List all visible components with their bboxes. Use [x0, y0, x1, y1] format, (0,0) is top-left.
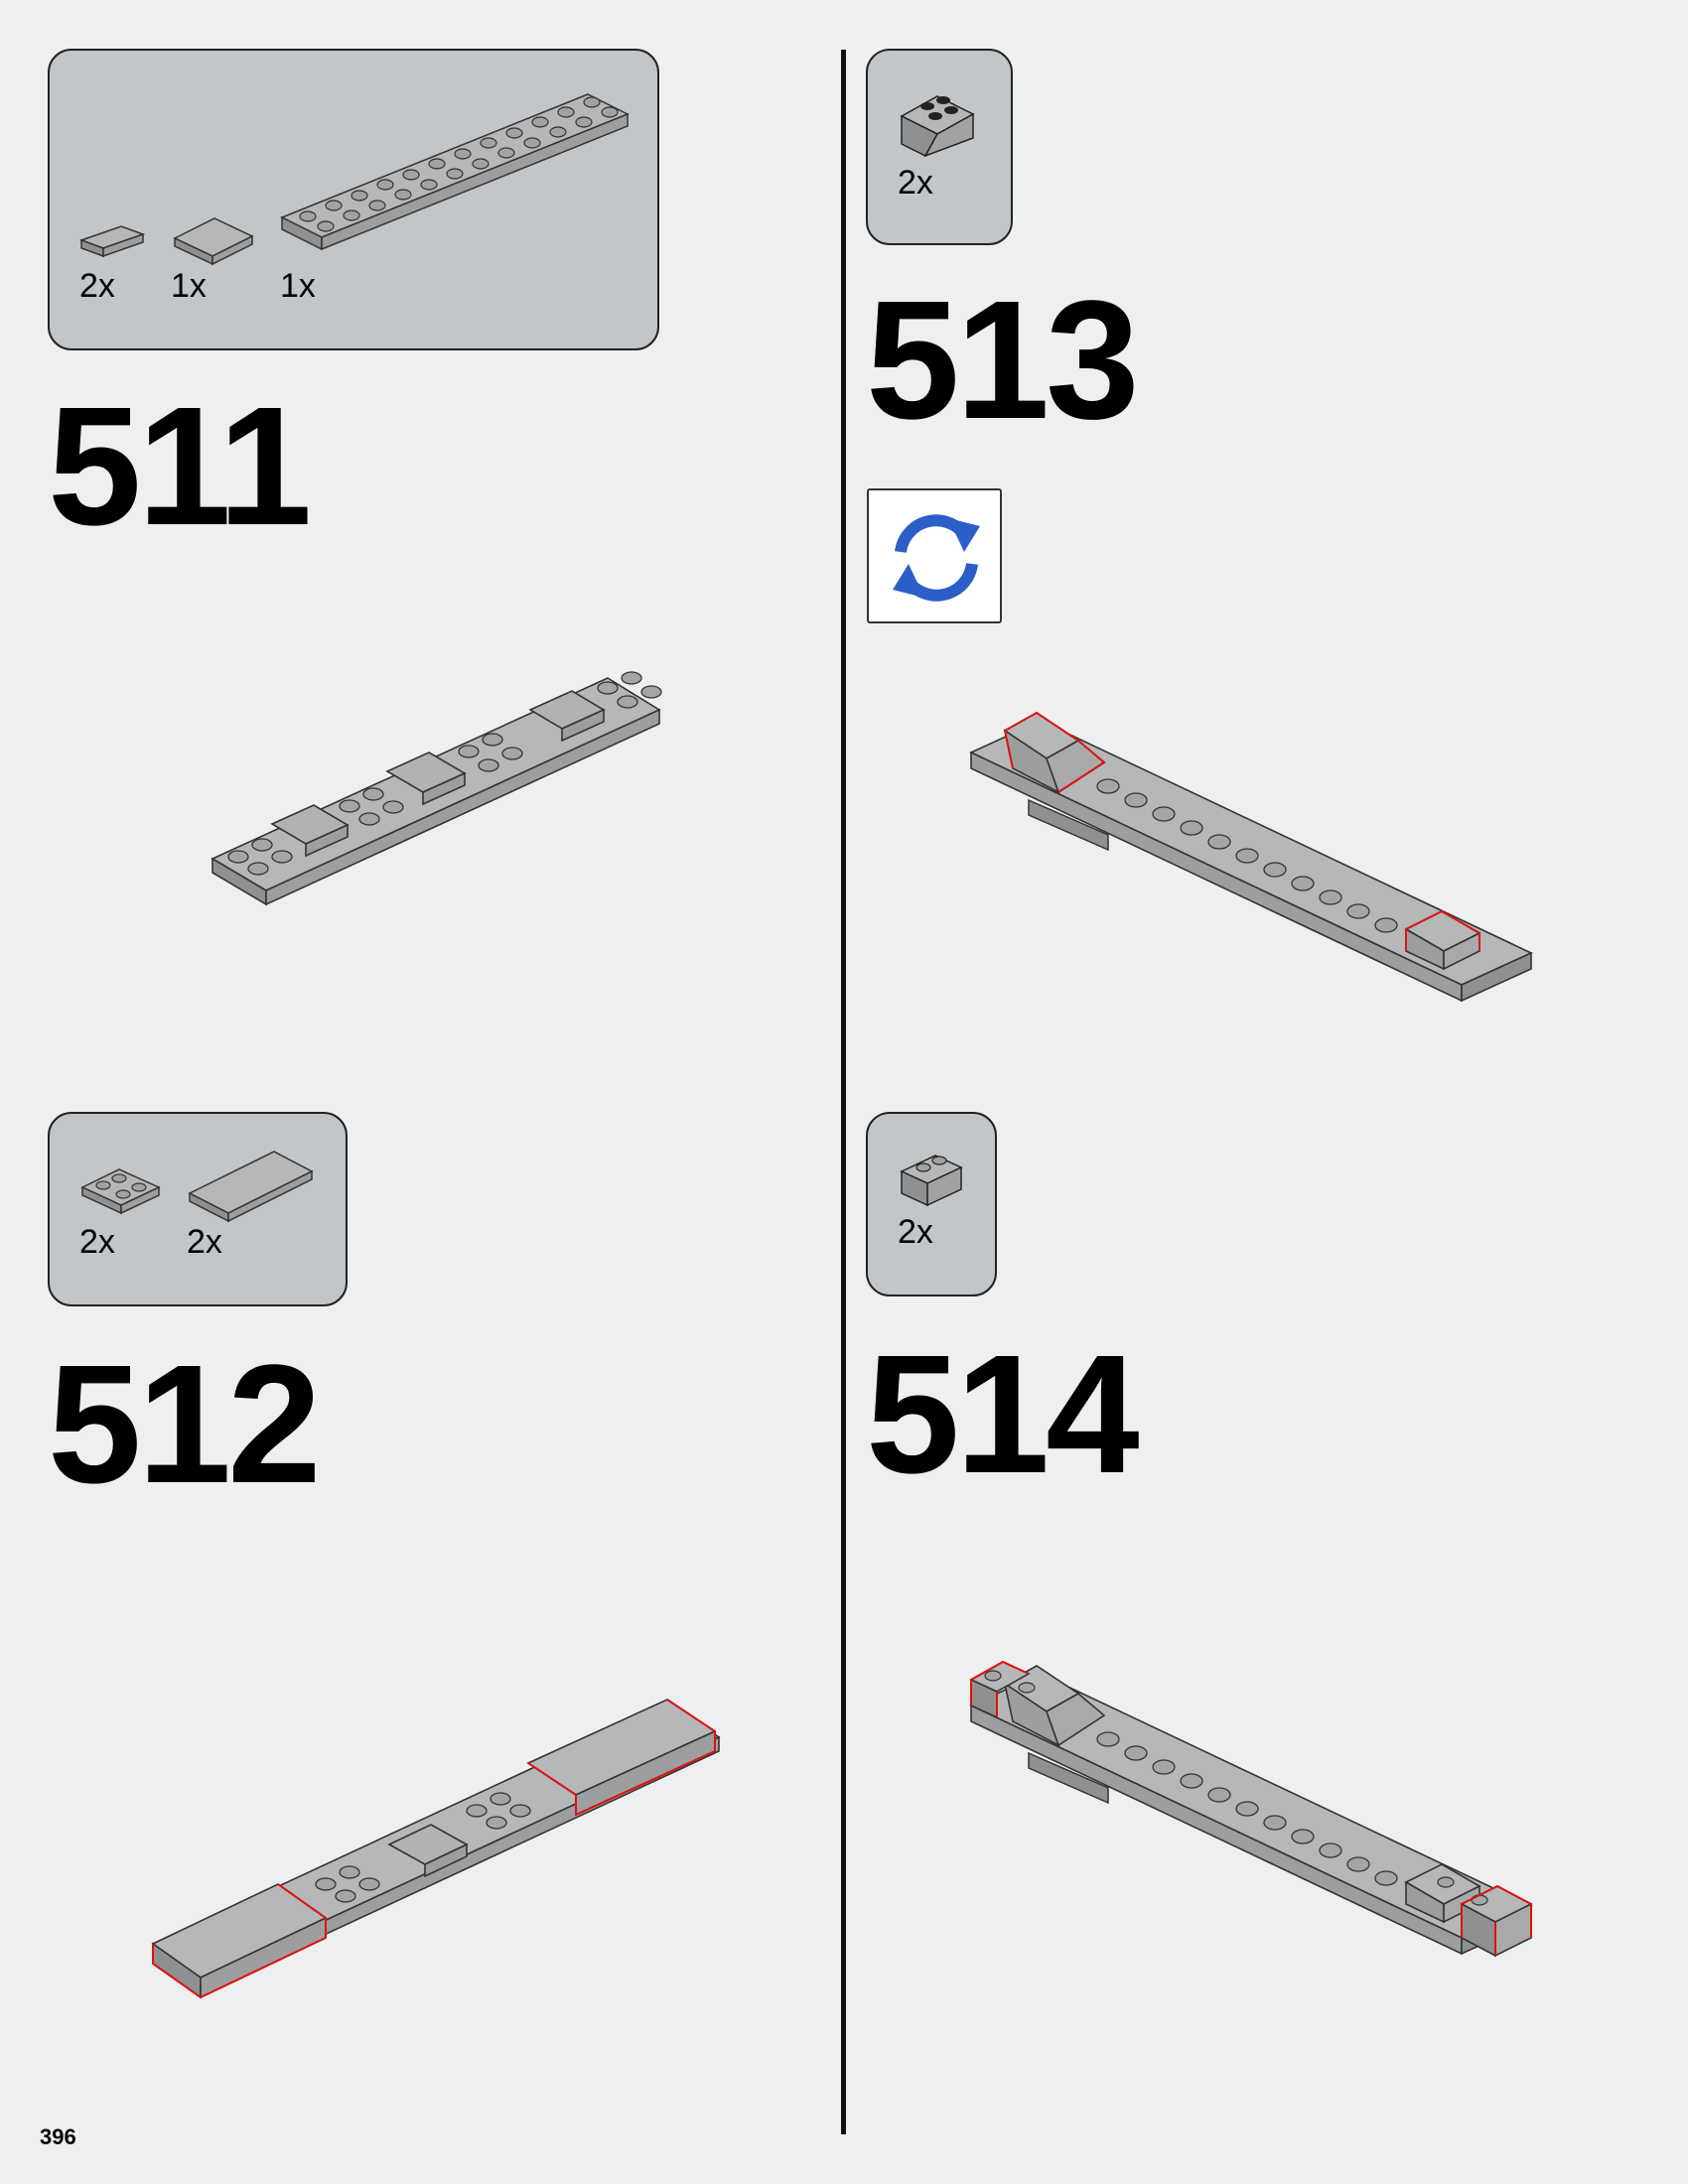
tile-2x2-icon — [173, 217, 254, 266]
plate-2x12-icon — [280, 93, 630, 251]
column-divider — [841, 50, 846, 2134]
assembly-512 — [151, 1699, 721, 1999]
part-qty: 2x — [79, 267, 115, 305]
slope-inverted-2x2-icon — [900, 95, 975, 158]
assembly-513 — [969, 711, 1533, 1003]
parts-list-513: 2x — [866, 49, 1013, 245]
part-qty: 2x — [79, 1223, 115, 1261]
parts-list-511: 2x 1x 1x — [48, 49, 659, 350]
page-number: 396 — [40, 2124, 76, 2149]
part-qty: 1x — [280, 267, 316, 305]
parts-list-512: 2x 2x — [48, 1112, 348, 1306]
rotate-model-indicator — [867, 488, 1002, 623]
parts-list-514: 2x — [866, 1112, 997, 1297]
part-qty: 2x — [898, 1213, 933, 1251]
plate-2x2-icon — [80, 1168, 161, 1215]
step-number-511: 511 — [48, 372, 312, 561]
part-qty: 2x — [898, 164, 933, 202]
assembly-514 — [969, 1660, 1533, 1958]
part-qty: 2x — [187, 1223, 222, 1261]
step-number-512: 512 — [48, 1330, 322, 1519]
tile-2x4-icon — [188, 1151, 314, 1223]
plate-1x2-icon — [78, 225, 146, 258]
rotate-icon — [893, 514, 980, 602]
step-number-514: 514 — [866, 1320, 1140, 1509]
assembly-511 — [211, 671, 662, 906]
brick-1x2-icon — [900, 1155, 963, 1207]
part-qty: 1x — [171, 267, 207, 305]
step-number-513: 513 — [866, 266, 1140, 455]
